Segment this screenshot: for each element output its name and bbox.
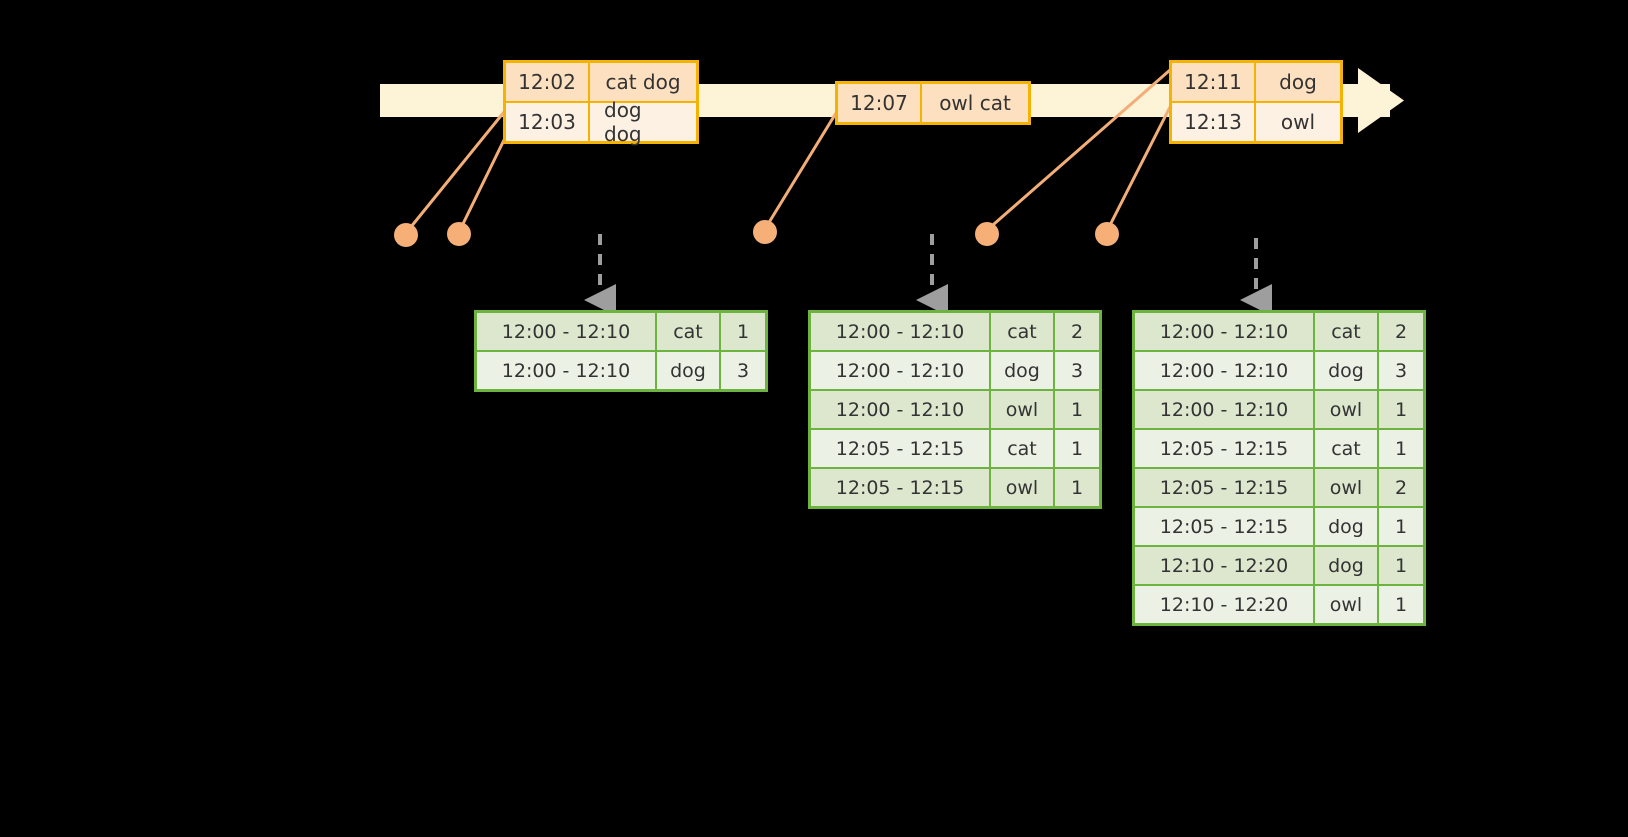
table-row[interactable]: 12:05 - 12:15 cat 1 (811, 430, 1099, 467)
event-row[interactable]: 12:02 cat dog (506, 63, 696, 101)
event-time: 12:07 (838, 84, 922, 122)
event-time: 12:02 (506, 63, 590, 101)
window-cell: 12:00 - 12:10 (477, 352, 655, 389)
connector-line-5 (1105, 105, 1172, 233)
table-row[interactable]: 12:00 - 12:10 dog 3 (811, 352, 1099, 389)
event-payload: owl cat (922, 84, 1028, 122)
event-marker-dot-5 (1095, 222, 1119, 246)
count-cell: 1 (1379, 430, 1423, 467)
count-cell: 1 (1379, 547, 1423, 584)
window-cell: 12:00 - 12:10 (811, 352, 989, 389)
event-row[interactable]: 12:07 owl cat (838, 84, 1028, 122)
key-cell: dog (1315, 547, 1377, 584)
window-cell: 12:00 - 12:10 (811, 391, 989, 428)
window-cell: 12:00 - 12:10 (811, 313, 989, 350)
key-cell: owl (991, 469, 1053, 506)
table-row[interactable]: 12:00 - 12:10 dog 3 (1135, 352, 1423, 389)
key-cell: dog (1315, 352, 1377, 389)
key-cell: cat (1315, 430, 1377, 467)
table-row[interactable]: 12:05 - 12:15 cat 1 (1135, 430, 1423, 467)
emit-arrows (584, 234, 1272, 316)
event-marker-dots (394, 220, 1119, 247)
count-cell: 2 (1379, 469, 1423, 506)
event-group-3[interactable]: 12:11 dog 12:13 owl (1169, 60, 1343, 144)
window-cell: 12:05 - 12:15 (811, 430, 989, 467)
event-payload: dog (1256, 63, 1340, 101)
key-cell: cat (1315, 313, 1377, 350)
event-marker-dot-2 (447, 222, 471, 246)
result-table-1[interactable]: 12:00 - 12:10 cat 1 12:00 - 12:10 dog 3 (474, 310, 768, 392)
count-cell: 1 (721, 313, 765, 350)
table-row[interactable]: 12:05 - 12:15 owl 1 (811, 469, 1099, 506)
window-cell: 12:00 - 12:10 (1135, 352, 1313, 389)
event-payload: cat dog (590, 63, 696, 101)
count-cell: 1 (1055, 391, 1099, 428)
table-row[interactable]: 12:00 - 12:10 dog 3 (477, 352, 765, 389)
event-marker-dot-4 (975, 222, 999, 246)
count-cell: 1 (1379, 391, 1423, 428)
window-cell: 12:10 - 12:20 (1135, 547, 1313, 584)
count-cell: 3 (1055, 352, 1099, 389)
count-cell: 2 (1055, 313, 1099, 350)
event-row[interactable]: 12:13 owl (1172, 101, 1340, 141)
event-time: 12:03 (506, 103, 590, 141)
result-table-2[interactable]: 12:00 - 12:10 cat 2 12:00 - 12:10 dog 3 … (808, 310, 1102, 509)
count-cell: 3 (721, 352, 765, 389)
key-cell: dog (657, 352, 719, 389)
window-cell: 12:10 - 12:20 (1135, 586, 1313, 623)
event-connector-lines (404, 68, 1172, 235)
event-time: 12:13 (1172, 103, 1256, 141)
count-cell: 1 (1055, 430, 1099, 467)
table-row[interactable]: 12:00 - 12:10 cat 2 (1135, 313, 1423, 350)
key-cell: cat (991, 313, 1053, 350)
table-row[interactable]: 12:00 - 12:10 cat 2 (811, 313, 1099, 350)
connector-line-4 (984, 68, 1172, 233)
count-cell: 1 (1379, 586, 1423, 623)
event-marker-dot-1 (394, 223, 418, 247)
window-cell: 12:05 - 12:15 (1135, 508, 1313, 545)
event-payload: owl (1256, 103, 1340, 141)
count-cell: 1 (1055, 469, 1099, 506)
table-row[interactable]: 12:05 - 12:15 dog 1 (1135, 508, 1423, 545)
event-time: 12:11 (1172, 63, 1256, 101)
result-table-3[interactable]: 12:00 - 12:10 cat 2 12:00 - 12:10 dog 3 … (1132, 310, 1426, 626)
key-cell: owl (991, 391, 1053, 428)
key-cell: owl (1315, 586, 1377, 623)
event-group-2[interactable]: 12:07 owl cat (835, 81, 1031, 125)
count-cell: 2 (1379, 313, 1423, 350)
key-cell: dog (1315, 508, 1377, 545)
key-cell: dog (991, 352, 1053, 389)
count-cell: 1 (1379, 508, 1423, 545)
window-cell: 12:05 - 12:15 (1135, 469, 1313, 506)
window-cell: 12:00 - 12:10 (477, 313, 655, 350)
window-cell: 12:00 - 12:10 (1135, 313, 1313, 350)
key-cell: cat (657, 313, 719, 350)
key-cell: owl (1315, 391, 1377, 428)
event-group-1[interactable]: 12:02 cat dog 12:03 dog dog (503, 60, 699, 146)
table-row[interactable]: 12:00 - 12:10 owl 1 (1135, 391, 1423, 428)
event-payload: dog dog (590, 98, 696, 146)
window-cell: 12:05 - 12:15 (811, 469, 989, 506)
key-cell: owl (1315, 469, 1377, 506)
table-row[interactable]: 12:00 - 12:10 cat 1 (477, 313, 765, 350)
event-marker-dot-3 (753, 220, 777, 244)
event-row[interactable]: 12:03 dog dog (506, 98, 696, 146)
event-row[interactable]: 12:11 dog (1172, 63, 1340, 101)
table-row[interactable]: 12:10 - 12:20 dog 1 (1135, 547, 1423, 584)
table-row[interactable]: 12:05 - 12:15 owl 2 (1135, 469, 1423, 506)
window-cell: 12:00 - 12:10 (1135, 391, 1313, 428)
table-row[interactable]: 12:00 - 12:10 owl 1 (811, 391, 1099, 428)
count-cell: 3 (1379, 352, 1423, 389)
connector-line-1 (404, 110, 506, 235)
table-row[interactable]: 12:10 - 12:20 owl 1 (1135, 586, 1423, 623)
key-cell: cat (991, 430, 1053, 467)
window-cell: 12:05 - 12:15 (1135, 430, 1313, 467)
connector-line-2 (457, 138, 506, 234)
connector-line-3 (763, 111, 838, 231)
